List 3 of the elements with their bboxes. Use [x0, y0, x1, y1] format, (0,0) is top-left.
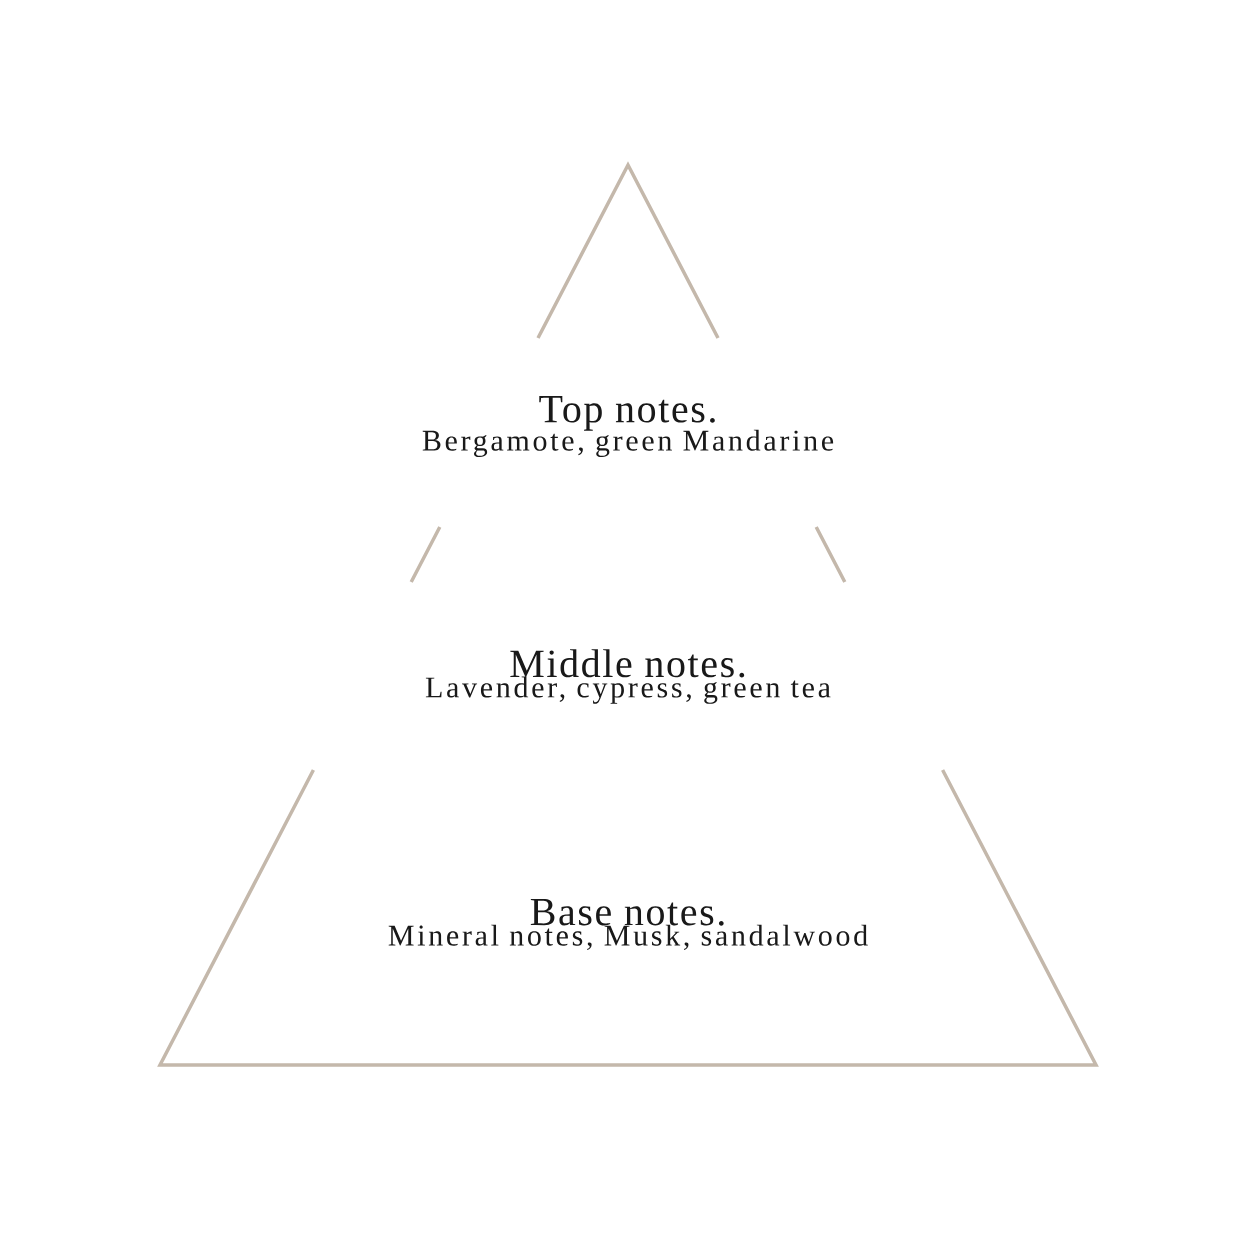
layer-heading: Middle notes. — [510, 649, 745, 678]
layer-heading: Base notes. — [530, 898, 724, 926]
layer-heading: Top notes. — [539, 396, 715, 431]
